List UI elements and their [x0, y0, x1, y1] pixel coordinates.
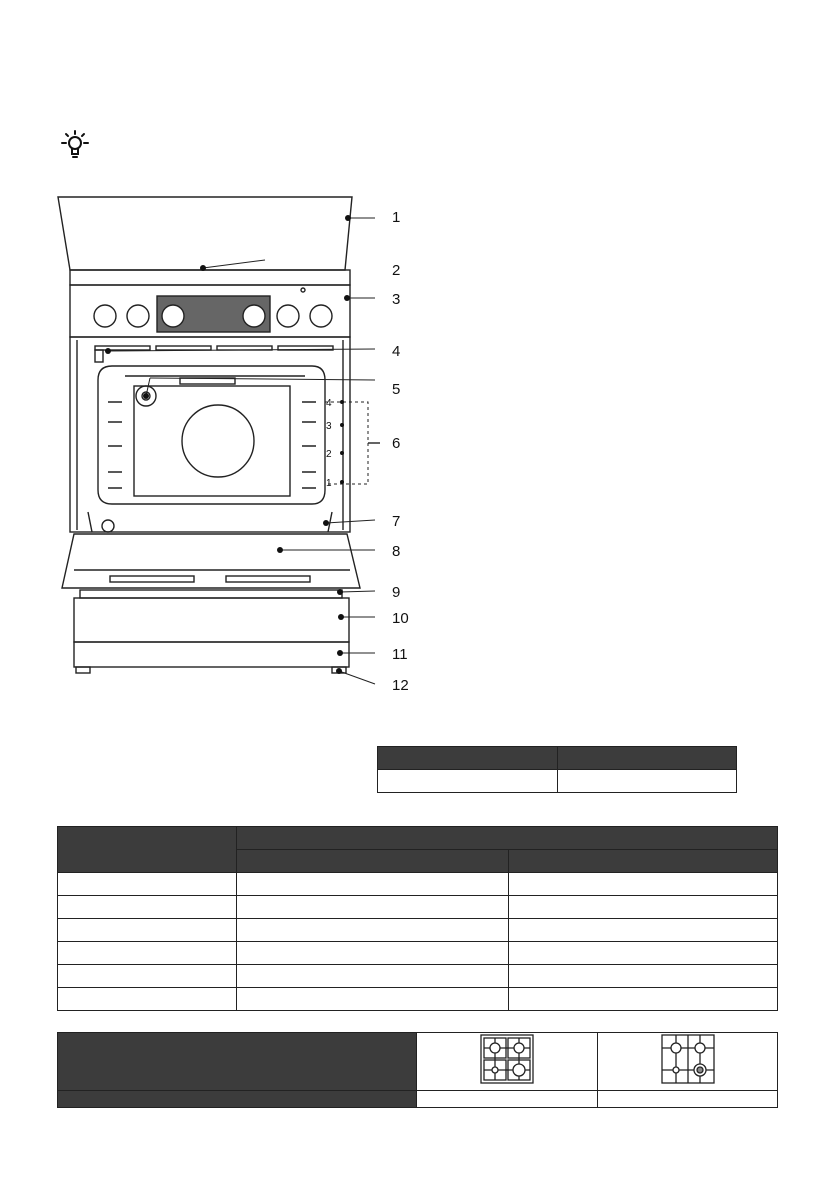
- table-cell: [597, 1090, 778, 1108]
- hob-layout-a-cell: [416, 1032, 598, 1091]
- table-row: [57, 895, 778, 919]
- table-cell: [236, 872, 509, 896]
- table-cell: [57, 964, 237, 988]
- plinth: [73, 641, 350, 668]
- storage-drawer: [73, 597, 350, 643]
- shelf-level-label: 2: [326, 449, 332, 460]
- callout-8: 8: [392, 543, 401, 560]
- table-cell: [377, 769, 558, 793]
- callout-9: 9: [392, 584, 401, 601]
- callout-5: 5: [392, 381, 401, 398]
- table-cell: [57, 872, 237, 896]
- table-row: [57, 987, 778, 1011]
- table-row: [377, 769, 737, 793]
- callout-11: 11: [392, 646, 408, 663]
- shelf-level-label: 1: [326, 478, 332, 489]
- table-header-cell: [236, 826, 778, 850]
- shelf-level-label: 3: [326, 421, 332, 432]
- table-cell: [508, 964, 778, 988]
- table-cell: [57, 941, 237, 965]
- table-header-cell: [556, 746, 737, 770]
- table-cell: [57, 918, 237, 942]
- callout-7: 7: [392, 513, 401, 530]
- adjustable-foot: [75, 666, 91, 674]
- burner-layout-table: [57, 1032, 778, 1108]
- table-header-cell: [377, 746, 558, 770]
- callout-1: 1: [392, 209, 401, 226]
- spec-table: [57, 826, 778, 1011]
- table-header-cell: [508, 849, 778, 873]
- hob-layout-a-icon: [480, 1034, 534, 1084]
- table-cell: [236, 895, 509, 919]
- table-header-cell: [236, 849, 509, 873]
- table-row: [57, 918, 778, 942]
- table-cell: [508, 987, 778, 1011]
- table-header-cell: [57, 826, 237, 873]
- table-row: [57, 964, 778, 988]
- lightbulb-tip-icon: [61, 130, 89, 158]
- knob: [276, 304, 300, 328]
- hob-layout-b-cell: [597, 1032, 778, 1091]
- callout-2: 2: [392, 262, 401, 279]
- table-cell: [236, 918, 509, 942]
- oven-cavity: [97, 365, 326, 505]
- knob: [93, 304, 117, 328]
- table-cell: [556, 769, 737, 793]
- table-cell: [236, 987, 509, 1011]
- table-row: [57, 941, 778, 965]
- small-spec-table: [377, 746, 737, 793]
- callout-12: 12: [392, 677, 409, 694]
- table-cell: [508, 895, 778, 919]
- hob-frame: [69, 269, 351, 286]
- callout-3: 3: [392, 291, 401, 308]
- oven-door: [61, 533, 361, 589]
- callout-6: 6: [392, 435, 401, 452]
- fan-cover: [181, 404, 255, 478]
- table-cell: [416, 1090, 598, 1108]
- callout-10: 10: [392, 610, 409, 627]
- drawer-handle: [79, 589, 343, 599]
- table-cell: [236, 941, 509, 965]
- knob: [309, 304, 333, 328]
- table-row: [57, 872, 778, 896]
- lid: [57, 196, 353, 271]
- table-cell: [236, 964, 509, 988]
- knob: [126, 304, 150, 328]
- oven-lamp: [135, 385, 157, 407]
- table-cell: [57, 895, 237, 919]
- knob: [242, 304, 266, 328]
- table-header-cell: [57, 1032, 417, 1091]
- table-cell: [508, 941, 778, 965]
- table-row: [57, 1090, 778, 1108]
- hob-layout-b-icon: [660, 1034, 715, 1084]
- table-cell: [57, 987, 237, 1011]
- oven-body: [69, 336, 351, 533]
- table-cell: [57, 1090, 417, 1108]
- knob: [161, 304, 185, 328]
- shelf-level-label: 4: [326, 398, 332, 409]
- table-cell: [508, 918, 778, 942]
- cooker-diagram: 4 3 2 1: [57, 196, 380, 685]
- table-cell: [508, 872, 778, 896]
- callout-4: 4: [392, 343, 401, 360]
